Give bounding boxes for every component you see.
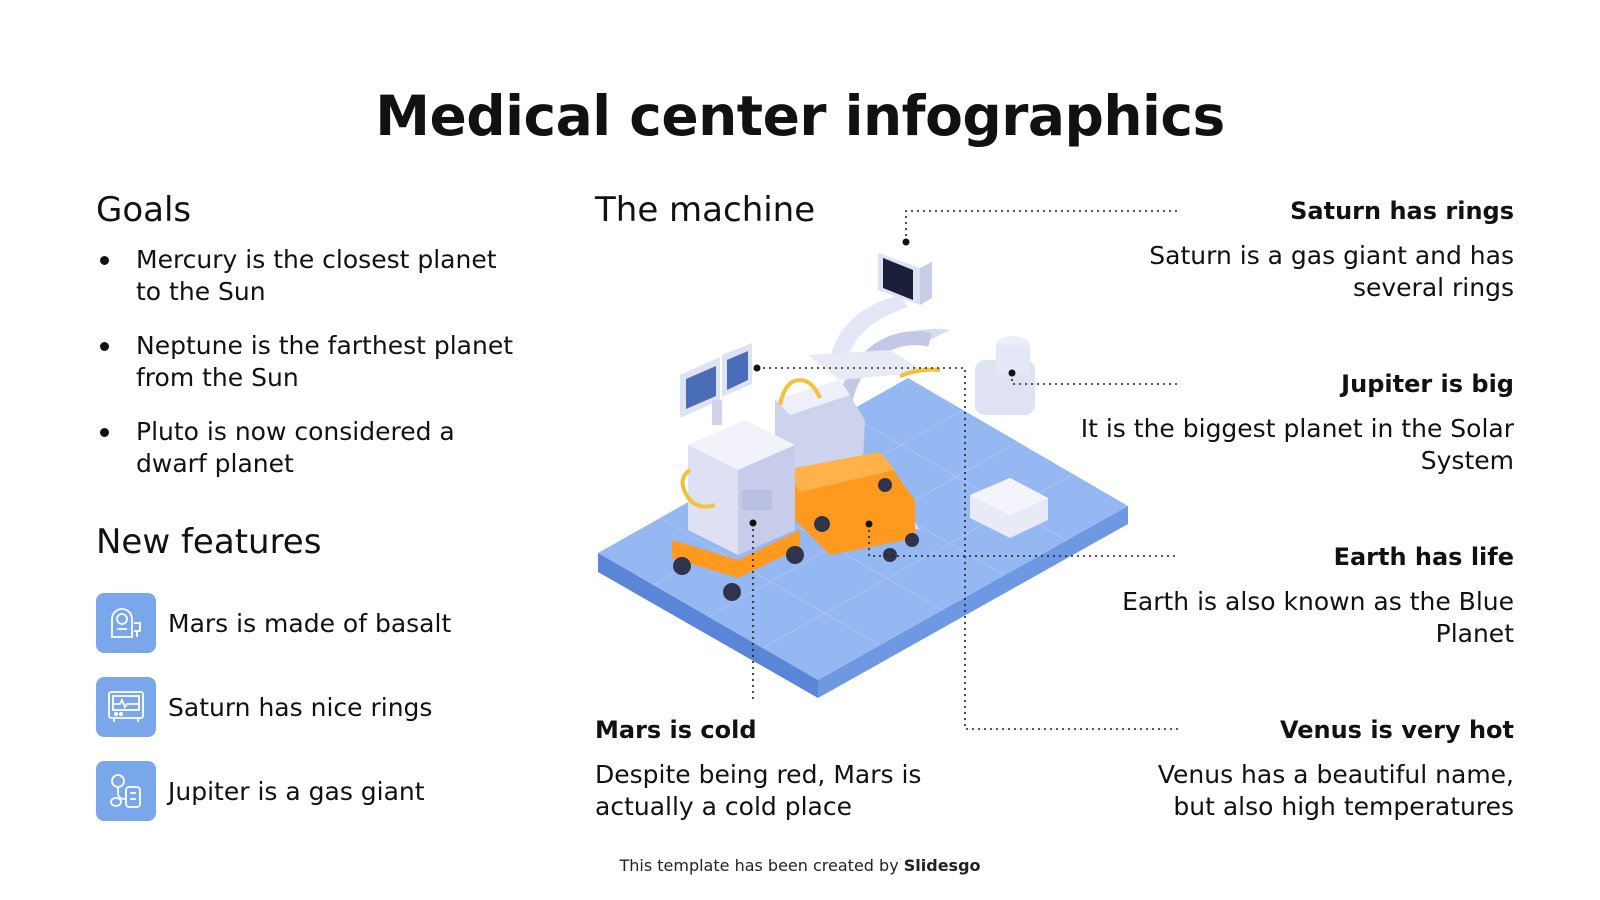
features-heading: New features [96,522,322,562]
list-item: Neptune is the farthest planet from the … [96,330,516,394]
callout-saturn-title: Saturn has rings [1290,197,1514,225]
list-item: Pluto is now considered a dwarf planet [96,416,516,480]
callout-earth-desc: Earth is also known as the Blue Planet [1122,587,1514,648]
heart-monitor-icon [96,677,156,737]
list-item: Mercury is the closest planet to the Sun [96,244,516,308]
feature-item: Mars is made of basalt [96,592,536,654]
callout-venus-title: Venus is very hot [1279,716,1514,744]
connector-saturn [905,210,1178,242]
overhead-monitor [830,253,932,365]
connector-jupiter [1011,373,1178,385]
feature-item: Saturn has nice rings [96,676,536,738]
callout-jupiter-desc: It is the biggest planet in the Solar Sy… [1080,414,1514,475]
callout-mars-desc: Despite being red, Mars is actually a co… [595,760,922,821]
feature-label: Mars is made of basalt [168,608,452,638]
footer-credit: This template has been created by Slides… [0,856,1600,875]
feature-label: Jupiter is a gas giant [168,776,425,806]
goals-heading: Goals [96,190,192,230]
goals-list: Mercury is the closest planet to the Sun… [96,244,516,502]
patient-bed [775,350,941,562]
footer-brand: Slidesgo [903,856,981,875]
machine-heading: The machine [595,190,816,230]
connector-dots [749,238,1016,528]
bullet-icon [100,342,109,351]
c-arm-scanner [836,328,1048,538]
footer-prefix: This template has been created by [619,856,904,875]
callout-mars-title: Mars is cold [595,716,757,744]
connector-venus [757,367,1178,730]
connector-lines [752,210,1178,730]
callout-earth-title: Earth has life [1333,543,1514,571]
mri-scanner-icon [96,593,156,653]
callout-venus-desc: Venus has a beautiful name, but also hig… [1157,760,1514,821]
feature-item: Jupiter is a gas giant [96,760,536,822]
page-title: Medical center infographics [375,84,1225,148]
callout-saturn-desc: Saturn is a gas giant and has several ri… [1149,241,1514,302]
blood-pressure-icon [96,761,156,821]
callout-jupiter-title: Jupiter is big [1341,370,1514,398]
bullet-icon [100,428,109,437]
bullet-icon [100,256,109,265]
connector-earth [868,524,1178,557]
feature-label: Saturn has nice rings [168,692,433,722]
console-cart [672,343,804,601]
